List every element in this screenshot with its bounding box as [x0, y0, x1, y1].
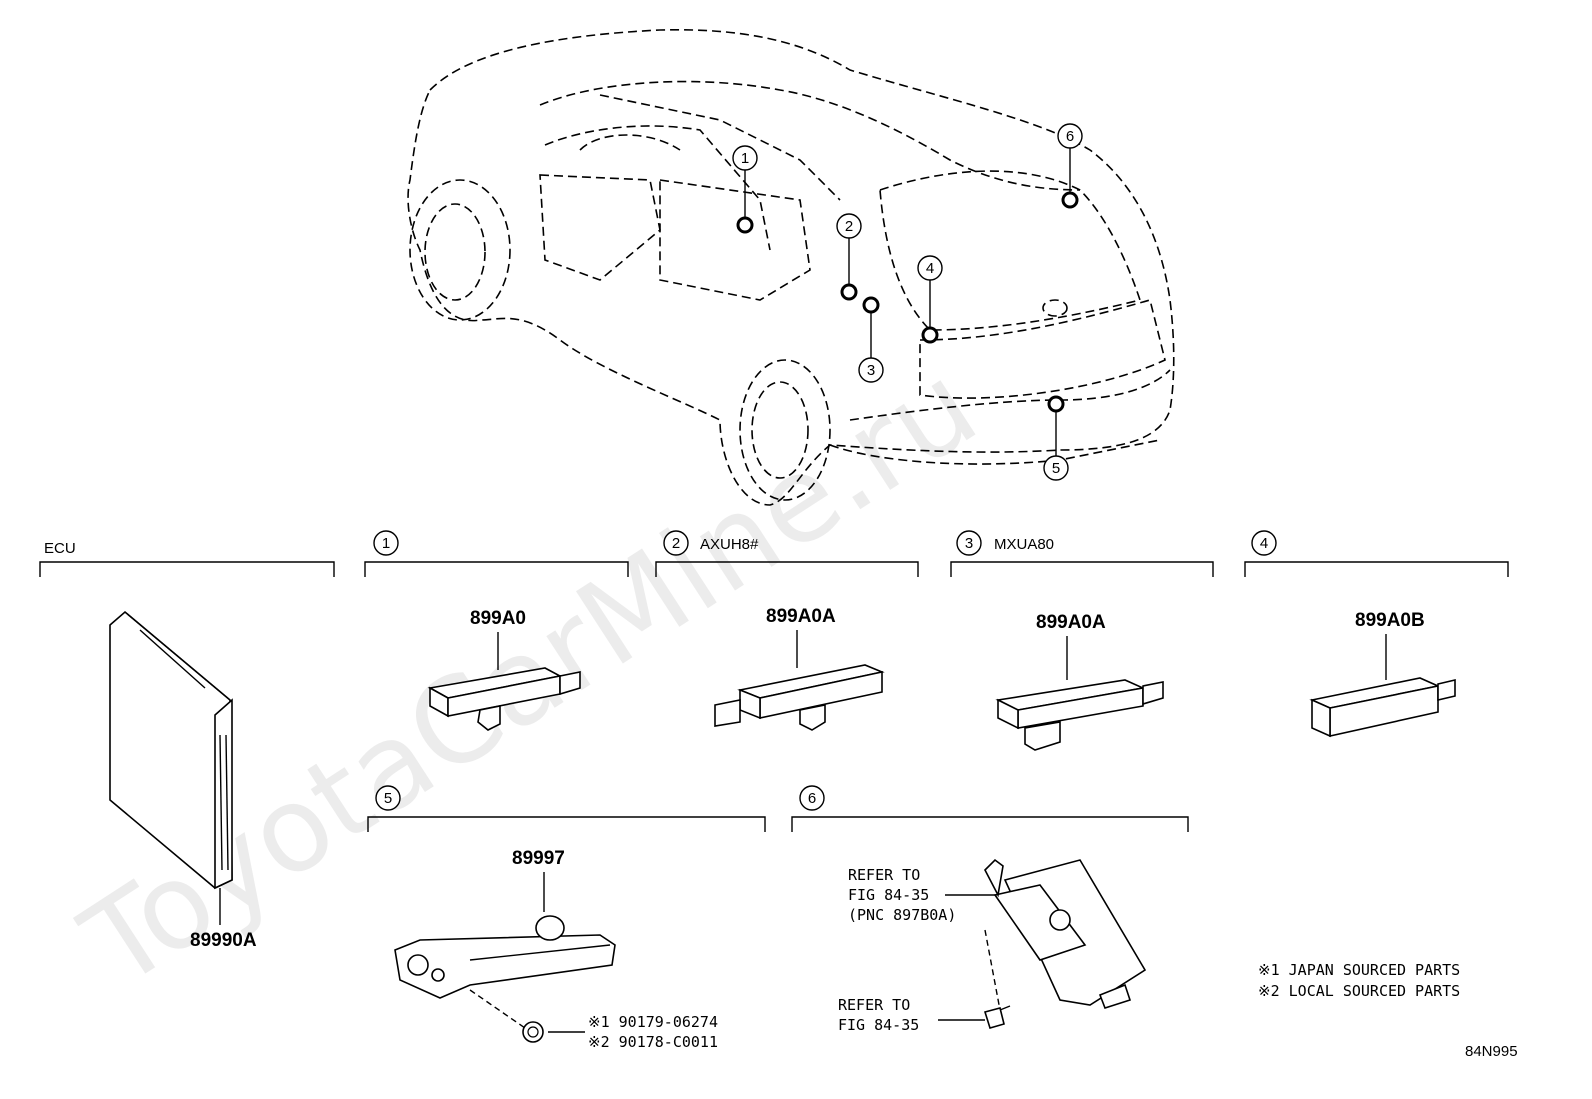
note-local-sourced: ※2 LOCAL SOURCED PARTS	[1258, 982, 1460, 1000]
antenna-899A0B-illustration	[1309, 677, 1456, 738]
part-number-89997: 89997	[512, 848, 565, 869]
callout-1: 1	[732, 145, 758, 234]
vehicle-illustration	[407, 28, 1175, 506]
callout-label-2: 2	[845, 218, 853, 235]
refer-to-1-line3: (PNC 897B0A)	[848, 906, 956, 924]
refer-to-1-line1: REFER TO	[848, 866, 920, 884]
note-japan-sourced: ※1 JAPAN SOURCED PARTS	[1258, 961, 1460, 979]
section-2-variant: AXUH8#	[700, 536, 759, 553]
callout-label-5: 5	[1052, 460, 1060, 477]
part-number-899A0A-s3: 899A0A	[1036, 612, 1106, 633]
figure-code: 84N995	[1465, 1043, 1518, 1060]
section-2: 2 AXUH8# 899A0A	[655, 530, 919, 731]
callout-label-4: 4	[926, 260, 934, 277]
section-1-number: 1	[382, 535, 390, 552]
callout-6: 6	[1057, 123, 1083, 209]
notes: ※1 JAPAN SOURCED PARTS ※2 LOCAL SOURCED …	[1258, 961, 1460, 1000]
clip-fastener-illustration	[522, 1021, 544, 1043]
section-1: 1 899A0	[364, 530, 629, 731]
refer-to-2-line1: REFER TO	[838, 996, 910, 1014]
section-5: 5 89997 ※1 90179-06274 ※2 90178-C0011	[367, 785, 766, 1051]
section-4-number: 4	[1260, 535, 1268, 552]
section-4: 4 899A0B	[1244, 530, 1509, 738]
callout-5: 5	[1043, 395, 1069, 481]
section-3-number: 3	[965, 535, 973, 552]
callout-label-3: 3	[867, 362, 875, 379]
callout-2: 2	[836, 213, 862, 301]
part-number-899A0B: 899A0B	[1355, 610, 1425, 631]
refer-to-2-line2: FIG 84-35	[838, 1016, 919, 1034]
callout-3: 3	[858, 296, 884, 383]
part-number-899A0: 899A0	[470, 608, 526, 629]
section-3-variant: MXUA80	[994, 536, 1054, 553]
refer-to-1-line2: FIG 84-35	[848, 886, 929, 904]
section-ecu: ECU 89990A	[39, 540, 335, 951]
bolt-japan-part: ※1 90179-06274	[588, 1013, 718, 1031]
section-5-number: 5	[384, 790, 392, 807]
antenna-899A0-illustration	[427, 667, 581, 731]
section-2-number: 2	[672, 535, 680, 552]
callout-label-6: 6	[1066, 128, 1074, 145]
callout-label-1: 1	[741, 150, 749, 167]
part-number-899A0A-s2: 899A0A	[766, 606, 836, 627]
ecu-unit-illustration	[109, 610, 233, 890]
antenna-899A0A-mxua80-illustration	[995, 679, 1164, 751]
section-ecu-title: ECU	[44, 540, 76, 557]
antenna-899A0A-axuh8-illustration	[714, 664, 885, 731]
bolt-local-part: ※2 90178-C0011	[588, 1033, 718, 1051]
bolt-illustration	[983, 1005, 1011, 1029]
part-number-89990A: 89990A	[190, 930, 257, 951]
sensor-89997-illustration	[394, 915, 616, 999]
callout-4: 4	[917, 255, 943, 344]
section-6: 6 REFER TO FIG 84-35 (PNC 897B0A) REFER …	[791, 785, 1189, 1034]
section-6-number: 6	[808, 790, 816, 807]
section-3: 3 MXUA80 899A0A	[950, 530, 1214, 751]
bracket-assembly-illustration	[984, 858, 1147, 1009]
